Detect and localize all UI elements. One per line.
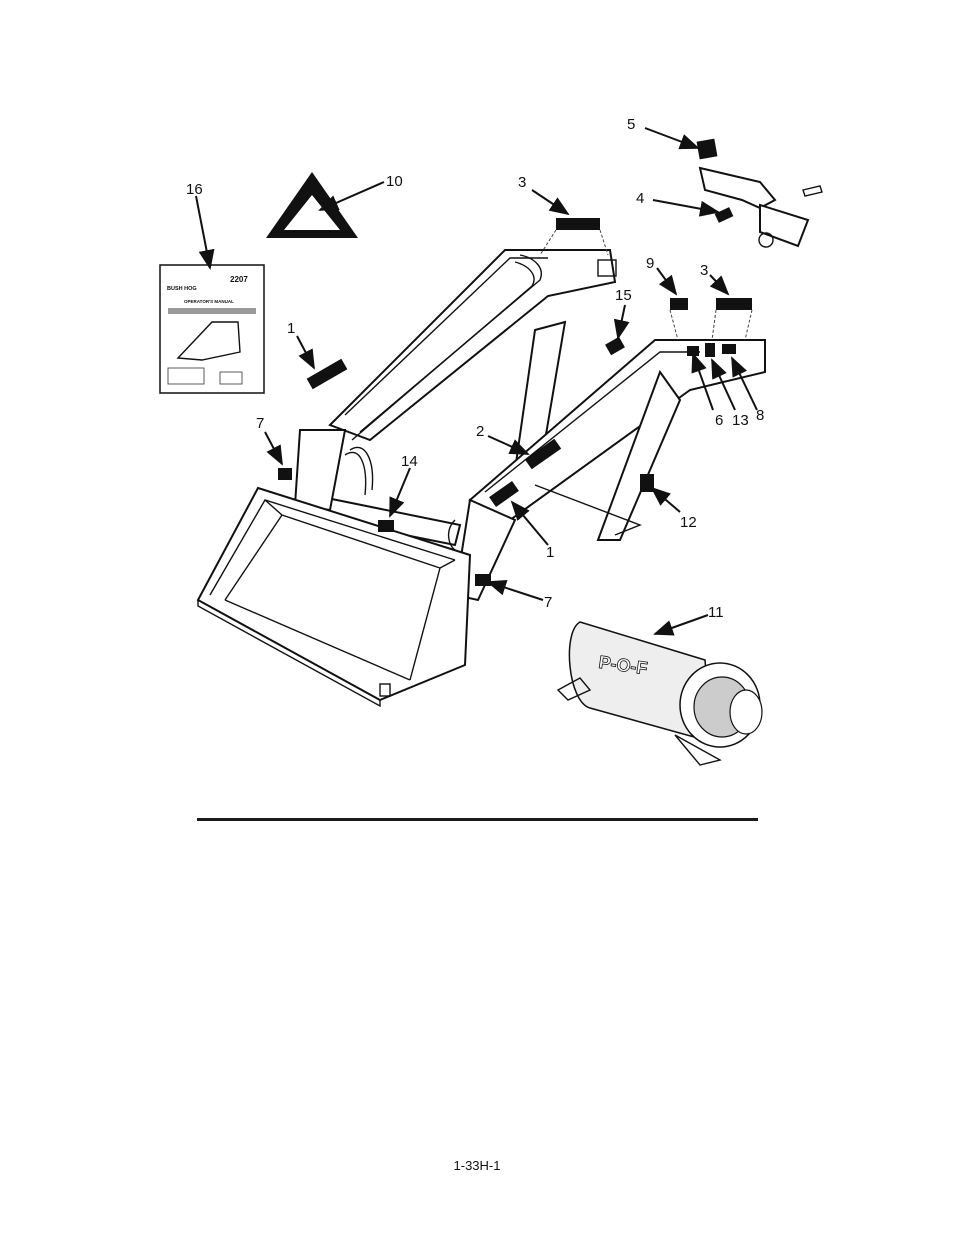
callout-2: 2: [476, 423, 484, 440]
callout-3a: 3: [518, 174, 526, 191]
callout-4: 4: [636, 190, 644, 207]
smv-triangle-emblem: [266, 172, 358, 238]
decal-9: [670, 298, 688, 310]
callout-6: 6: [715, 412, 723, 429]
decal-4: [714, 207, 734, 223]
loader-bucket: [196, 486, 472, 708]
callout-11: 11: [708, 604, 724, 621]
decal-2: [524, 438, 562, 470]
pto-shield: P-O-F: [556, 621, 763, 766]
callout-7b: 7: [544, 594, 552, 611]
leader-15: [613, 304, 630, 340]
callout-8: 8: [756, 407, 764, 424]
decal-3-right-arm: [556, 218, 600, 230]
left-loader-arm: [453, 339, 766, 602]
mounting-bracket-detail: [698, 166, 823, 248]
operators-manual-illustration: 2207 BUSH HOG OPERATOR'S MANUAL: [159, 264, 265, 394]
leader-1a: [296, 335, 315, 370]
decal-15: [605, 336, 625, 356]
decal-7-left: [475, 574, 491, 586]
leader-13: [711, 358, 736, 411]
leader-3a: [531, 189, 570, 216]
decal-13: [705, 343, 715, 357]
callout-13: 13: [732, 412, 749, 429]
callout-3b: 3: [700, 262, 708, 279]
decal-8: [722, 344, 736, 354]
right-loader-arm: [328, 249, 617, 442]
leader-3b: [709, 274, 730, 296]
leader-4: [652, 199, 720, 217]
decal-6: [687, 346, 699, 356]
leader-7a: [264, 431, 283, 466]
callout-1b: 1: [546, 544, 554, 561]
manual-brand-text: BUSH HOG: [167, 286, 197, 292]
callout-9: 9: [646, 255, 654, 272]
leader-12: [650, 486, 681, 513]
loader-decal-diagram: 2207 BUSH HOG OPERATOR'S MANUAL: [159, 116, 823, 766]
manual-model-text: 2207: [230, 275, 248, 284]
leader-8: [731, 356, 758, 411]
leader-1b: [510, 500, 549, 546]
leader-2: [487, 435, 530, 455]
leader-11: [653, 614, 709, 636]
decal-12: [640, 474, 654, 492]
hydraulic-hoses: [344, 446, 456, 551]
callout-12: 12: [680, 514, 697, 531]
horizontal-rule: [197, 818, 758, 821]
decal-1-right: [306, 358, 348, 390]
decals: [278, 138, 753, 586]
leader-lines: [195, 127, 758, 636]
callout-15: 15: [615, 287, 632, 304]
callout-10: 10: [386, 173, 403, 190]
callout-labels: 16 10 3 5 4 9 3 15 1 7 14 2 1 7 12 11 6 …: [186, 116, 764, 621]
leader-16: [195, 195, 215, 270]
manual-title-text: OPERATOR'S MANUAL: [184, 299, 234, 304]
decal-3-left-arm: [716, 298, 752, 310]
decal-7-right: [278, 468, 292, 480]
page-number: 1-33H-1: [453, 1158, 501, 1173]
leader-6: [691, 352, 714, 411]
callout-14: 14: [401, 453, 418, 470]
callout-1a: 1: [287, 320, 295, 337]
leader-10: [318, 181, 385, 211]
decal-1-left: [489, 481, 519, 507]
decal-14: [378, 520, 394, 532]
leader-7b: [486, 579, 544, 601]
callout-16: 16: [186, 181, 203, 198]
callout-7a: 7: [256, 415, 264, 432]
leader-5: [644, 127, 700, 150]
leader-9: [656, 267, 678, 296]
leader-14: [389, 467, 411, 518]
decal-5: [696, 138, 718, 160]
callout-5: 5: [627, 116, 635, 133]
